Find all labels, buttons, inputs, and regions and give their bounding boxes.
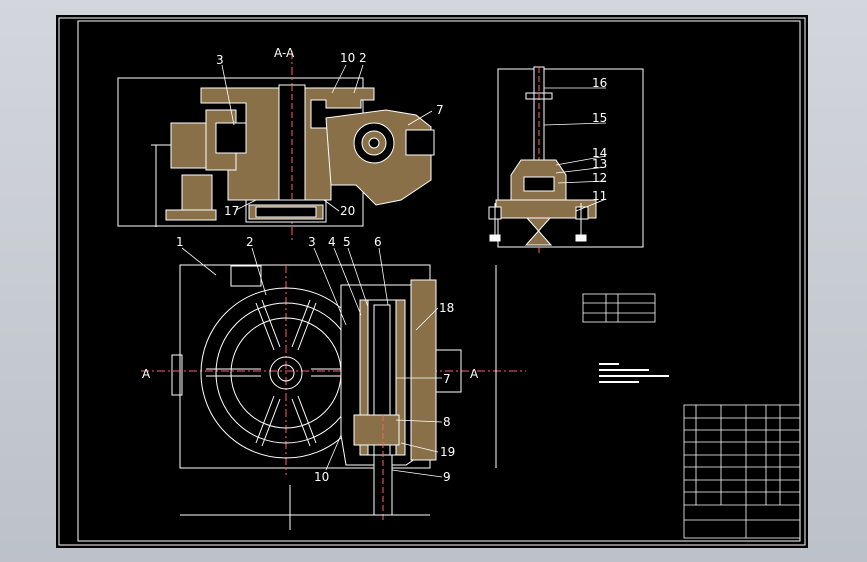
callout-plan-10: 9 [443,470,451,484]
callout-plan-11: 10 [314,470,329,484]
outer-border [58,17,806,546]
callout-plan-6: 18 [439,301,454,315]
callout-side-1: 15 [592,111,607,125]
callout-side-0: 16 [592,76,607,90]
callout-plan-7: 7 [443,372,451,386]
notes-block [599,363,669,383]
section-title-a-a: A-A [274,46,295,60]
leaders-plan [181,247,443,478]
callouts-top: 3 10 2 7 17 20 [216,51,444,218]
callouts-plan: 1 2 3 4 5 6 18 7 8 19 9 10 [176,235,455,484]
side-view [488,66,644,255]
callout-plan-9: 19 [440,445,455,459]
callouts-side: 16 15 14 13 12 11 [592,76,607,203]
callout-plan-2: 3 [308,235,316,249]
callout-side-4: 12 [592,171,607,185]
inner-border [77,20,801,542]
callout-side-5: 11 [592,189,607,203]
leaders-top [221,64,433,212]
callout-top-1: 10 [340,51,355,65]
callout-plan-1: 2 [246,235,254,249]
section-mark-right: A [470,367,479,381]
callout-plan-4: 5 [343,235,351,249]
leaders-side [543,87,607,212]
tech-table [582,293,656,323]
cad-drawing: A-A 3 10 2 7 17 20 16 15 14 13 [58,17,806,546]
callout-side-3: 13 [592,157,607,171]
callout-plan-3: 4 [328,235,336,249]
plan-view [141,264,526,530]
title-block [683,404,801,539]
callout-top-0: 3 [216,53,224,67]
callout-top-3: 7 [436,103,444,117]
section-mark-left: A [142,367,151,381]
callout-plan-8: 8 [443,415,451,429]
drawing-sheet: A-A 3 10 2 7 17 20 16 15 14 13 [56,15,808,548]
callout-top-5: 20 [340,204,355,218]
callout-top-2: 2 [359,51,367,65]
callout-top-4: 17 [224,204,239,218]
callout-plan-0: 1 [176,235,184,249]
section-view-a-a [117,51,435,240]
callout-plan-5: 6 [374,235,382,249]
